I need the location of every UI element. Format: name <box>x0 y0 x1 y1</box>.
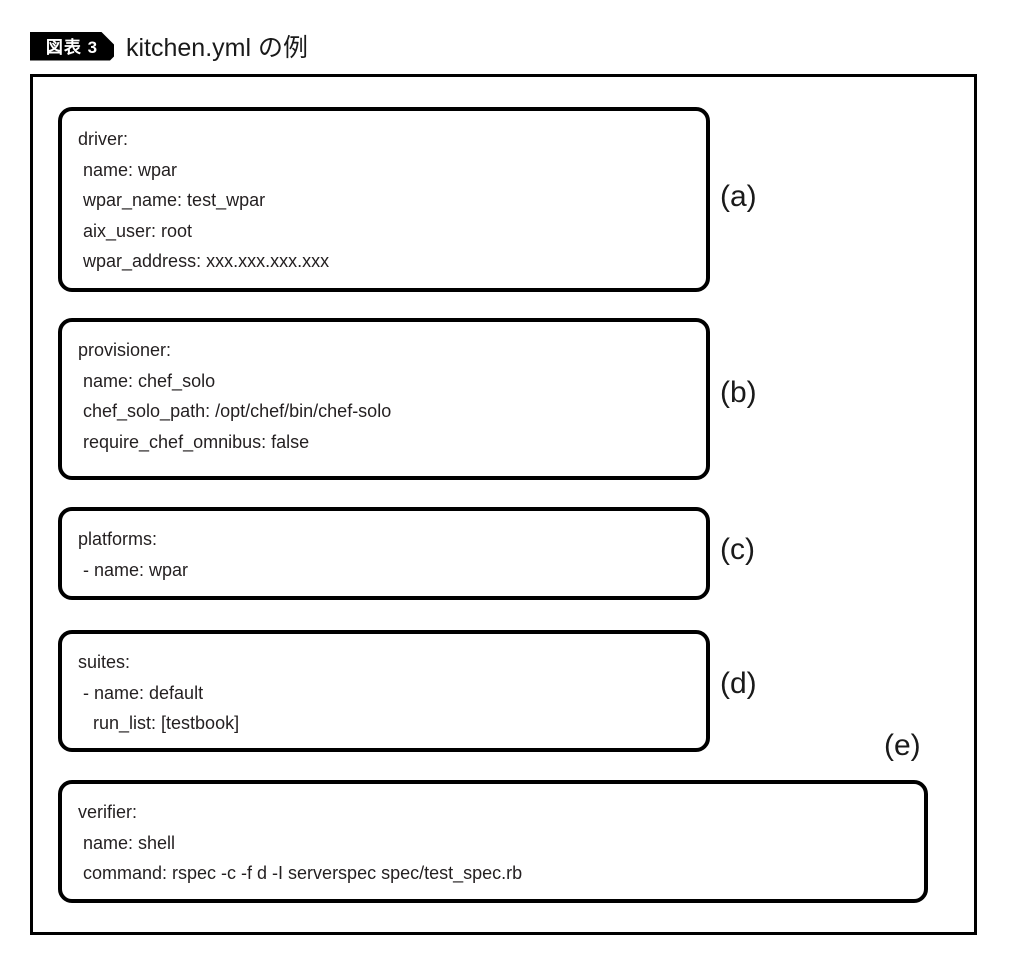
label-a: (a) <box>720 180 757 213</box>
yaml-box-driver: driver: name: wpar wpar_name: test_wpar … <box>58 107 710 292</box>
yaml-line: - name: default <box>78 682 204 703</box>
yaml-line: verifier: <box>78 802 138 822</box>
figure-title: 図表 3 kitchen.yml の例 <box>30 28 308 64</box>
yaml-line: wpar_address: xxx.xxx.xxx.xxx <box>78 251 330 271</box>
yaml-line: wpar_name: test_wpar <box>78 190 266 210</box>
yaml-line: - name: wpar <box>78 559 189 580</box>
yaml-line: require_chef_omnibus: false <box>78 431 310 452</box>
figure-number-badge: 図表 3 <box>30 32 114 61</box>
yaml-box-suites: suites: - name: default run_list: [testb… <box>58 630 710 752</box>
yaml-line: provisioner: <box>78 340 172 360</box>
label-d: (d) <box>720 667 757 700</box>
yaml-line: name: wpar <box>78 159 178 180</box>
label-c: (c) <box>720 533 755 566</box>
yaml-box-platforms: platforms: - name: wpar <box>58 507 710 600</box>
yaml-line: run_list: [testbook] <box>78 713 240 733</box>
label-b: (b) <box>720 376 757 409</box>
label-e: (e) <box>884 729 921 762</box>
yaml-box-verifier: verifier: name: shell command: rspec -c … <box>58 780 928 903</box>
yaml-box-provisioner: provisioner: name: chef_solo chef_solo_p… <box>58 318 710 480</box>
yaml-line: suites: <box>78 652 131 672</box>
figure-title-text: kitchen.yml の例 <box>126 34 308 62</box>
yaml-line: name: chef_solo <box>78 370 216 391</box>
yaml-line: driver: <box>78 129 129 149</box>
yaml-line: aix_user: root <box>78 220 193 241</box>
yaml-line: platforms: <box>78 529 158 549</box>
yaml-line: name: shell <box>78 832 176 853</box>
yaml-line: chef_solo_path: /opt/chef/bin/chef-solo <box>78 401 392 421</box>
yaml-line: command: rspec -c -f d -I serverspec spe… <box>78 863 523 883</box>
